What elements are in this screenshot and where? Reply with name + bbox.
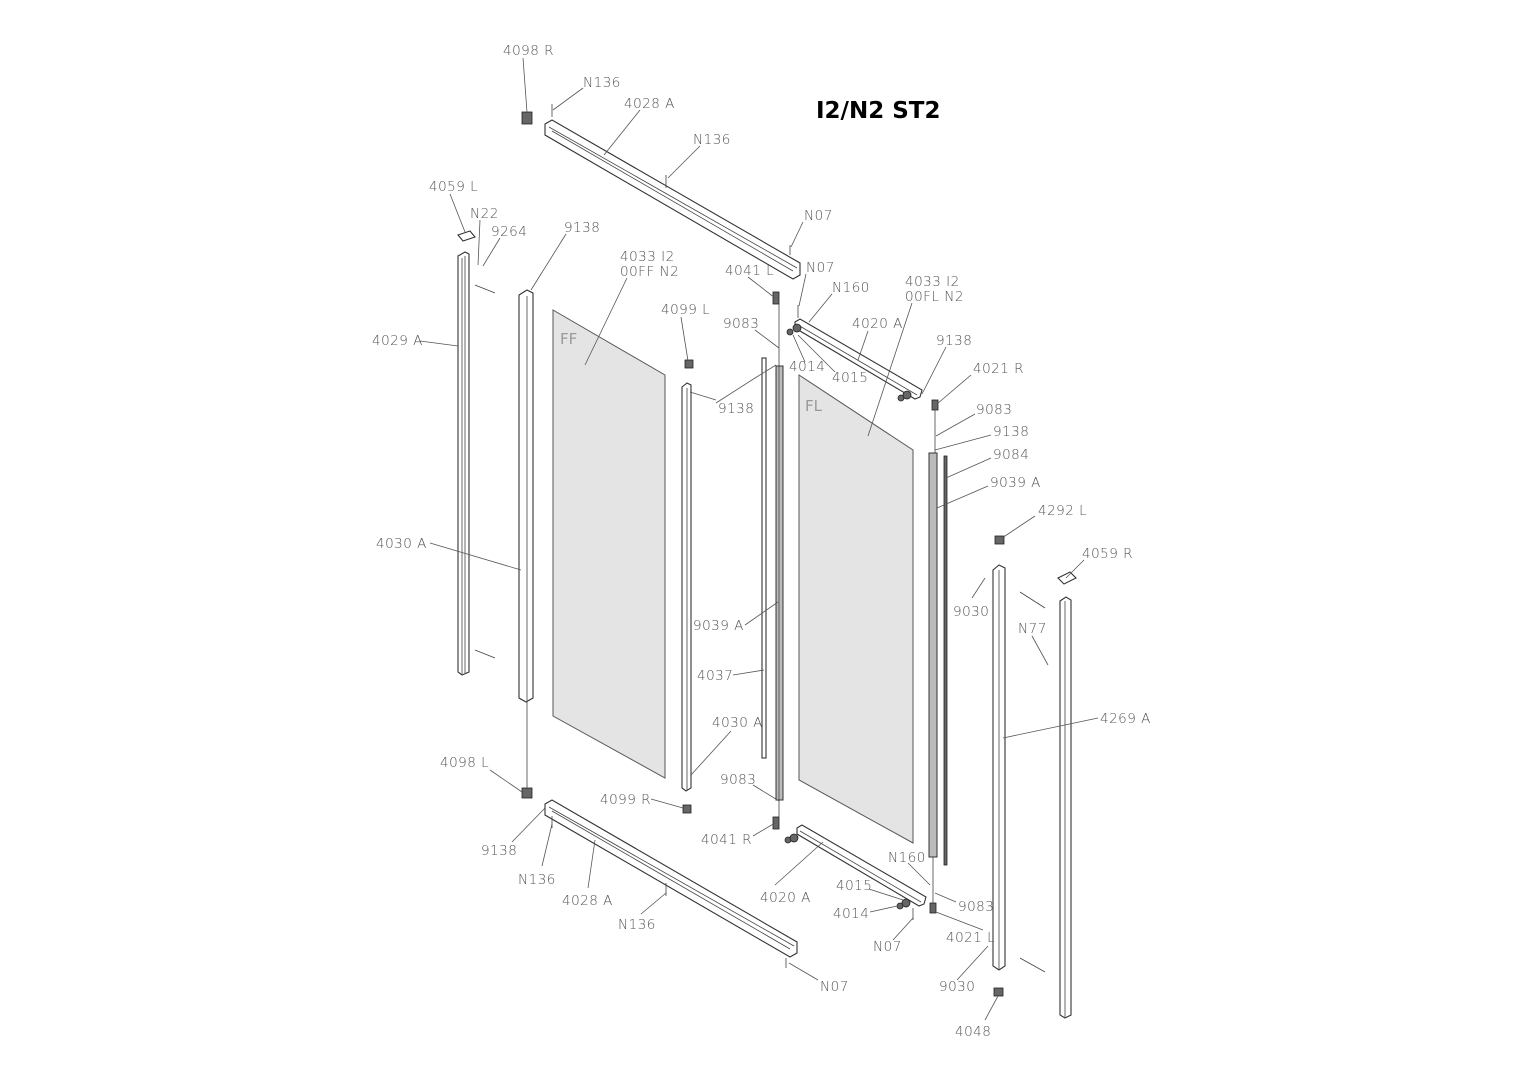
part-label: 9030 (953, 604, 989, 620)
part-label: 4033 I2 (905, 274, 960, 290)
profile-4030a-left (518, 289, 534, 703)
glass-label-fl: FL (805, 397, 823, 415)
profile-9039a-right (928, 452, 938, 858)
part-label: 4098 R (503, 43, 554, 59)
part-label: 4015 (832, 370, 868, 386)
part-label: 9039 A (990, 475, 1041, 491)
part-label: 9138 (993, 424, 1029, 440)
profile-4030a-center (681, 382, 692, 792)
part-label: N07 (806, 260, 835, 276)
part-label: N136 (693, 132, 731, 148)
part-label: 4030 A (376, 536, 427, 552)
part-label: 4059 R (1082, 546, 1133, 562)
part-label: 9030 (939, 979, 975, 995)
part-label: 4292 L (1038, 503, 1087, 519)
part-label: 9083 (976, 402, 1012, 418)
part-label: 4099 L (661, 302, 710, 318)
part-label: 9138 (564, 220, 600, 236)
part-label: N160 (832, 280, 870, 296)
part-label: 00FL N2 (905, 289, 964, 305)
part-label: 9039 A (693, 618, 744, 634)
part-label: 4048 (955, 1024, 991, 1040)
part-label: 4033 I2 (620, 249, 675, 265)
part-label: 4014 (833, 906, 869, 922)
part-label: 9083 (720, 772, 756, 788)
seal-9084 (943, 455, 948, 866)
part-label: 4041 L (725, 263, 774, 279)
part-label: 9083 (723, 316, 759, 332)
profile-wall-right (1059, 596, 1072, 1019)
glass-label-ff: FF (560, 330, 577, 348)
part-label: N136 (618, 917, 656, 933)
part-label: 4028 A (624, 96, 675, 112)
leader-lines (419, 57, 1099, 1021)
top-rail-4028a (544, 119, 801, 280)
part-label: N136 (583, 75, 621, 91)
part-label: 4041 R (701, 832, 752, 848)
diagram-title: I2/N2 ST2 (816, 98, 940, 124)
part-label: 9083 (958, 899, 994, 915)
part-label: 4021 R (973, 361, 1024, 377)
part-label: 4020 A (852, 316, 903, 332)
part-label: 4269 A (1100, 711, 1151, 727)
part-label: N07 (873, 939, 902, 955)
part-label: 4028 A (562, 893, 613, 909)
part-label: 4059 L (429, 179, 478, 195)
part-label: 00FF N2 (620, 264, 679, 280)
bottom-rail-4020a (796, 824, 927, 907)
part-label: N07 (804, 208, 833, 224)
part-label: 4030 A (712, 715, 763, 731)
part-label: 4021 L (946, 930, 995, 946)
glass-panel-ff (552, 309, 666, 779)
part-label: 4014 (789, 359, 825, 375)
part-label: N07 (820, 979, 849, 995)
part-label: 4029 A (372, 333, 423, 349)
profile-4037 (761, 357, 767, 759)
part-label: 9138 (936, 333, 972, 349)
profile-9039a-center (775, 365, 784, 801)
part-label: 4099 R (600, 792, 651, 808)
profile-4269a (992, 564, 1006, 971)
small-fittings (457, 104, 1077, 997)
part-label: 9264 (491, 224, 527, 240)
part-label: 9138 (481, 843, 517, 859)
glass-panel-fl (798, 374, 914, 844)
bottom-rail-4028a (544, 799, 798, 958)
part-label: 4015 (836, 878, 872, 894)
part-label: 4098 L (440, 755, 489, 771)
part-label: 9084 (993, 447, 1029, 463)
part-labels: 4098 R N136 4028 A N136 4059 L N22 9264 … (372, 43, 1151, 1040)
profile-4029a (457, 251, 470, 676)
part-label: N160 (888, 850, 926, 866)
part-label: 4020 A (760, 890, 811, 906)
part-label: 9138 (718, 401, 754, 417)
part-label: N77 (1018, 621, 1047, 637)
part-label: N22 (470, 206, 499, 222)
part-label: 4037 (697, 668, 733, 684)
part-label: N136 (518, 872, 556, 888)
